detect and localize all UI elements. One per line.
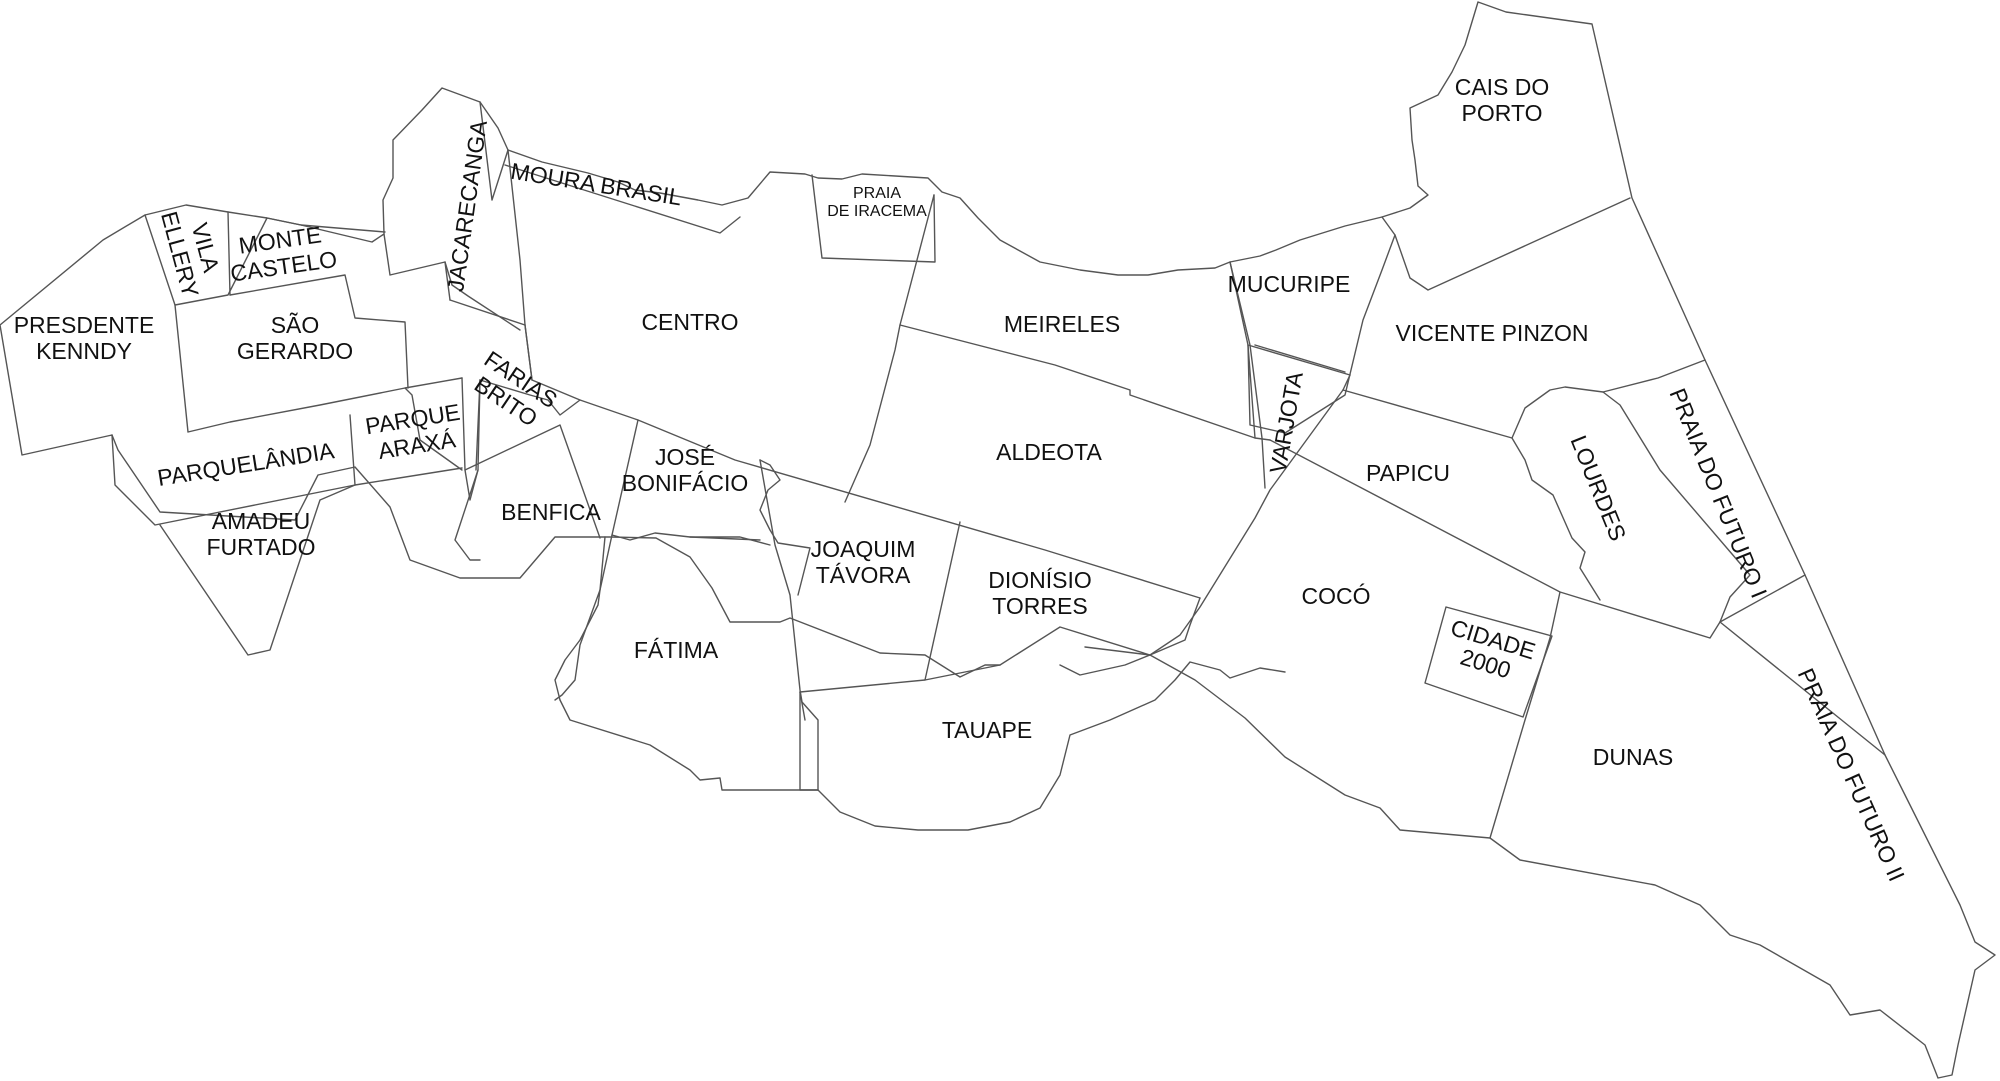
label-line: AMADEU [212,508,310,534]
label-cidade-2000: CIDADE2000 [1440,614,1538,688]
label-vicente-pinzon: VICENTE PINZON [1396,320,1589,346]
label-benfica: BENFICA [501,499,601,525]
label-line: SÃO [271,312,320,338]
label-line: PAPICU [1366,460,1450,486]
label-line: FÁTIMA [634,637,719,663]
cidade-2000-outline [1424,606,1553,718]
label-line: PRAIA [853,185,901,202]
label-meireles: MEIRELES [1004,311,1120,337]
label-line: JACARECANGA [442,118,492,293]
label-line: DE IRACEMA [827,203,927,220]
label-line: ALDEOTA [996,439,1102,465]
label-line: PRAIA DO FUTURO I [1664,384,1772,601]
label-mucuripe: MUCURIPE [1228,271,1351,297]
label-line: KENNDY [36,338,132,364]
label-line: DUNAS [1593,744,1674,770]
label-line: VICENTE PINZON [1396,320,1589,346]
label-aldeota: ALDEOTA [996,439,1102,465]
label-line: TÁVORA [816,562,911,588]
label-line: FURTADO [206,534,315,560]
label-line: CENTRO [641,309,738,335]
label-line: TAUAPE [942,717,1032,743]
label-parque-araxa: PARQUEARAXÁ [364,399,466,466]
label-line: LOURDES [1566,432,1632,545]
label-dunas: DUNAS [1593,744,1674,770]
label-centro: CENTRO [641,309,738,335]
label-line: CAIS DO [1455,74,1550,100]
label-praia-do-futuro-i: PRAIA DO FUTURO I [1664,384,1772,601]
label-lourdes: LOURDES [1566,432,1632,545]
label-line: DIONÍSIO [988,567,1092,593]
label-line: PRAIA DO FUTURO II [1793,664,1910,885]
label-line: PARQUELÂNDIA [156,437,337,491]
label-jacarecanga: JACARECANGA [442,118,492,293]
label-papicu: PAPICU [1366,460,1450,486]
label-line: BENFICA [501,499,601,525]
label-moura-brasil: MOURA BRASIL [509,158,684,211]
label-line: MEIRELES [1004,311,1120,337]
label-line: BONIFÁCIO [622,470,749,496]
label-line: MUCURIPE [1228,271,1351,297]
label-line: GERARDO [237,338,353,364]
label-coco: COCÓ [1302,583,1371,609]
label-line: JOAQUIM [811,536,916,562]
label-line: COCÓ [1302,583,1371,609]
label-line: PRESDENTE [14,312,155,338]
label-vila-ellery: VILAELLERY [156,202,229,300]
label-praia-do-futuro-ii: PRAIA DO FUTURO II [1793,664,1910,885]
label-parquelandia: PARQUELÂNDIA [156,437,337,491]
label-line: TORRES [992,593,1087,619]
label-fatima: FÁTIMA [634,637,719,663]
label-line: JOSÉ [655,444,715,470]
label-tauape: TAUAPE [942,717,1032,743]
label-line: MOURA BRASIL [509,158,684,211]
label-line: PORTO [1462,100,1543,126]
